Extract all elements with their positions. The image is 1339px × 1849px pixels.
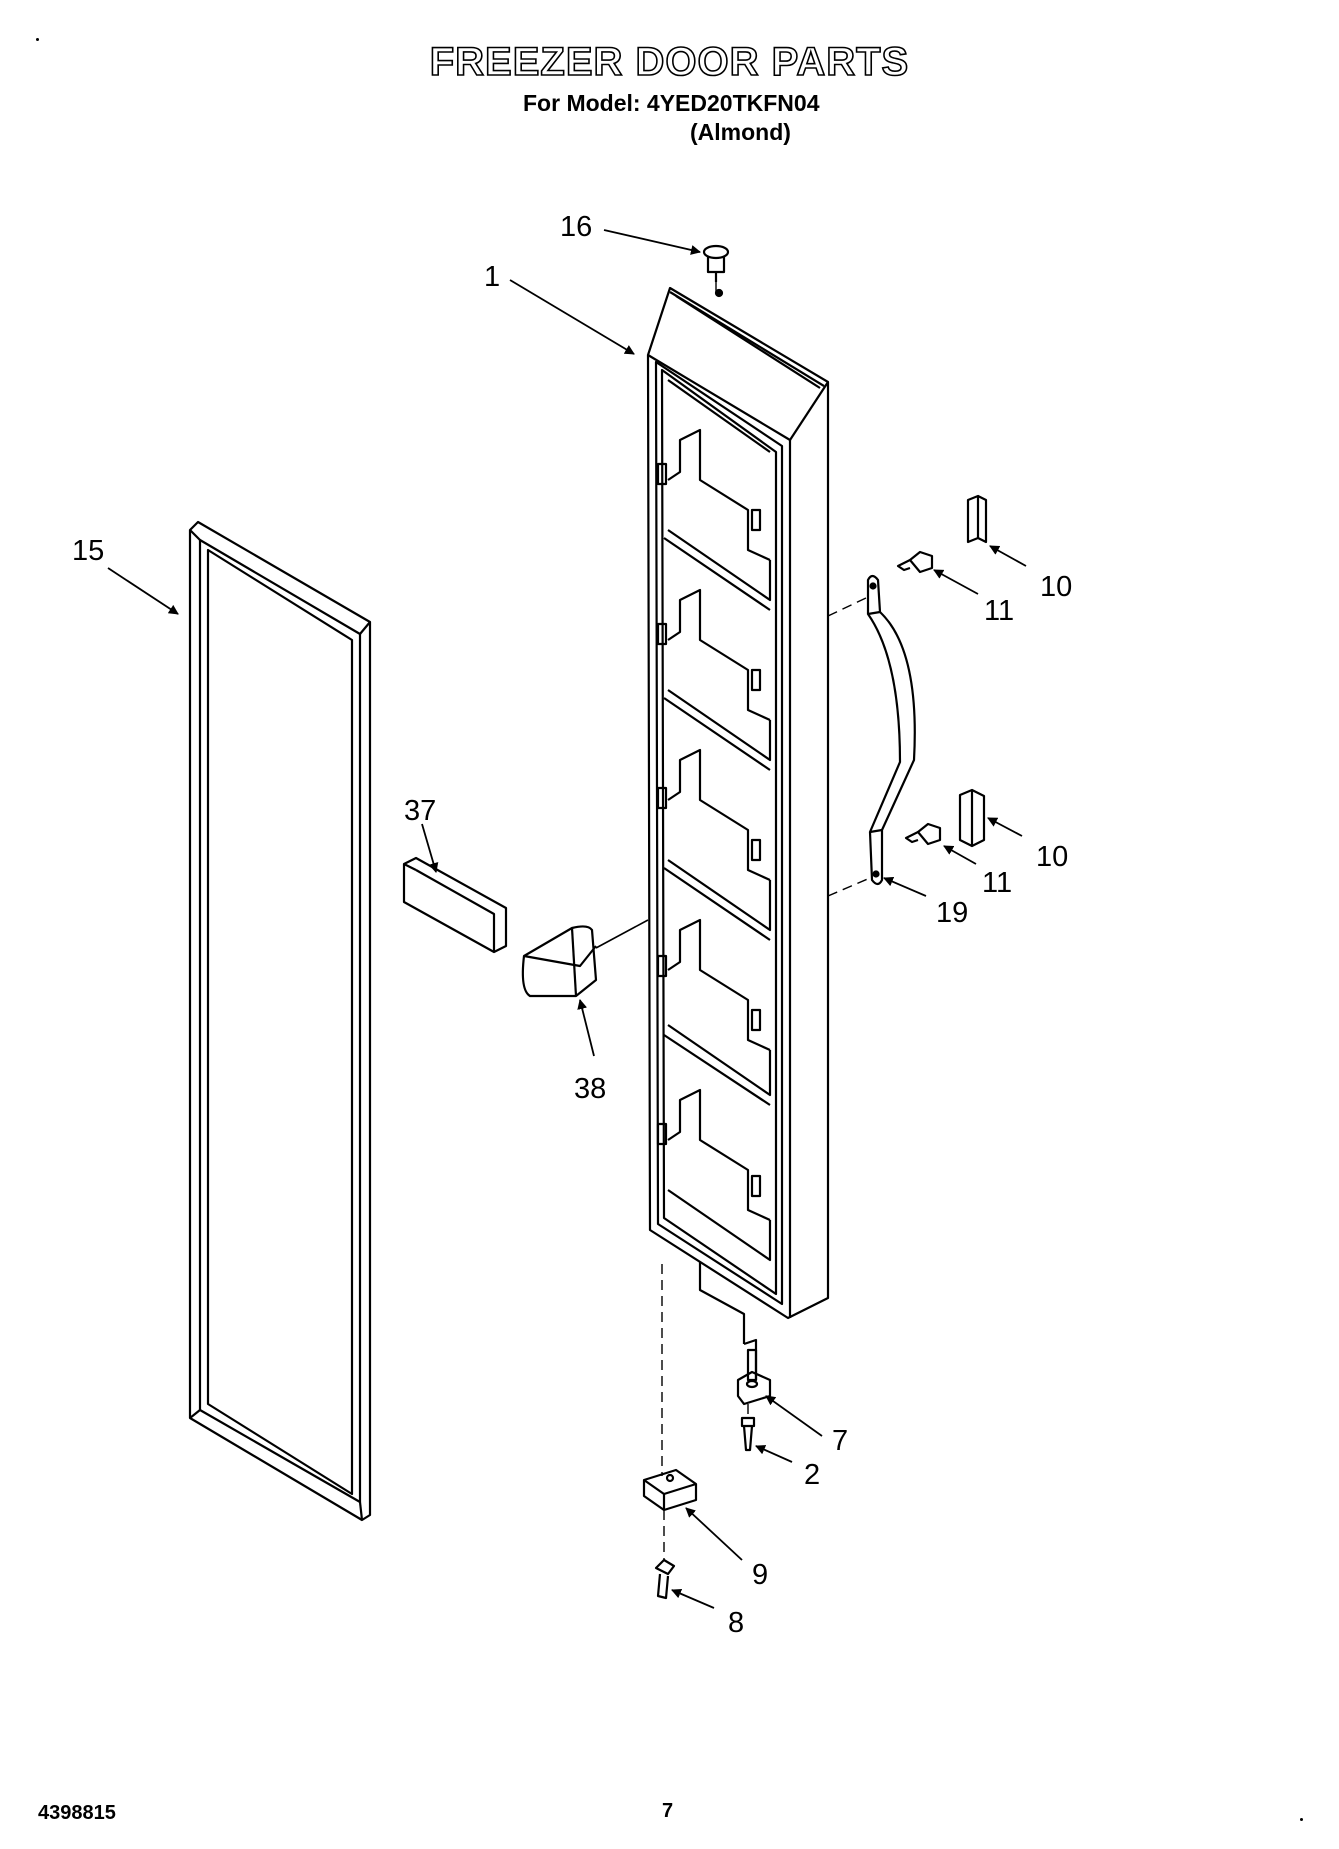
callout-1: 1 — [484, 261, 500, 293]
top-plug — [702, 244, 730, 282]
leader-37 — [421, 823, 439, 873]
leader-11a — [933, 569, 979, 595]
door-shelf-rail — [402, 856, 508, 954]
callout-37: 37 — [404, 795, 436, 827]
handle-cap-upper — [966, 494, 988, 544]
leader-8 — [671, 1588, 715, 1609]
callout-19: 19 — [936, 897, 968, 929]
callout-16: 16 — [560, 211, 592, 243]
handle-screw-upper — [896, 550, 934, 574]
model-line: For Model: 4YED20TKFN04 — [523, 90, 820, 116]
door-shelf-bays — [656, 379, 772, 1262]
leader-1 — [509, 279, 635, 355]
freezer-door — [646, 286, 830, 1344]
leader-16 — [603, 229, 701, 255]
leader-11b — [943, 845, 977, 865]
leader-19 — [883, 876, 927, 897]
block-screw — [654, 1558, 676, 1600]
leader-7 — [765, 1395, 823, 1437]
callout-38: 38 — [574, 1073, 606, 1105]
callout-10-upper: 10 — [1040, 571, 1072, 603]
assembly-line-bracket — [595, 919, 649, 949]
callout-10-lower: 10 — [1036, 841, 1068, 873]
hinge-screw — [740, 1416, 756, 1452]
callout-11-upper: 11 — [984, 595, 1014, 627]
document-number: 4398815 — [38, 1802, 116, 1824]
handle-cap-lower — [958, 788, 986, 848]
leader-10a — [989, 545, 1027, 567]
leader-10b — [987, 817, 1023, 837]
leader-9 — [685, 1507, 743, 1561]
page-title: FREEZER DOOR PARTS — [429, 39, 910, 85]
shelf-bracket — [521, 925, 598, 998]
door-gasket — [188, 520, 372, 1522]
callout-8: 8 — [728, 1607, 744, 1639]
callout-11-lower: 11 — [982, 867, 1012, 899]
leader-2 — [755, 1445, 793, 1463]
handle-screw-lower — [904, 822, 942, 846]
leader-38 — [577, 999, 595, 1057]
callout-9: 9 — [752, 1559, 768, 1591]
callout-15: 15 — [72, 535, 104, 567]
leader-15 — [107, 567, 179, 615]
corner-mark-bottom — [1300, 1818, 1303, 1821]
assembly-line-handle-lower — [827, 877, 871, 897]
color-note: (Almond) — [690, 119, 791, 145]
page-number: 7 — [662, 1800, 674, 1822]
door-handle — [866, 574, 916, 886]
assembly-line-handle-upper — [827, 597, 867, 617]
corner-mark-top — [36, 38, 39, 41]
callout-2: 2 — [804, 1459, 820, 1491]
hinge-block — [642, 1468, 698, 1512]
lower-hinge — [736, 1338, 772, 1406]
callout-7: 7 — [832, 1425, 848, 1457]
